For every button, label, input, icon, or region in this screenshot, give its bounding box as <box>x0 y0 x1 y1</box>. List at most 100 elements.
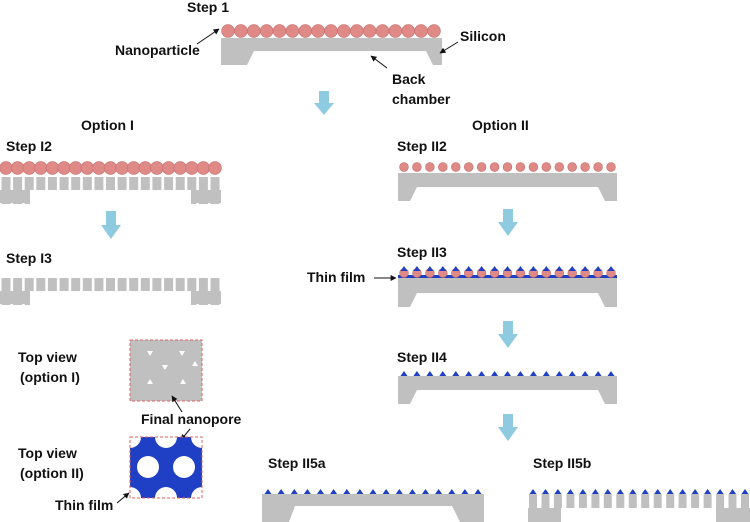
arrow-step1-down <box>314 91 334 115</box>
step-ii4-film-dots <box>400 371 615 376</box>
step-1-silicon-substrate <box>221 38 442 65</box>
silicon-pillar <box>728 494 737 522</box>
nanoparticle <box>285 24 300 38</box>
film-dot <box>607 371 615 376</box>
film-dot <box>413 371 421 376</box>
final-nanopore-label: Final nanopore <box>141 411 242 427</box>
film-dot <box>529 489 537 494</box>
film-dot <box>616 489 624 494</box>
film-dot <box>729 489 736 494</box>
nanoparticle <box>425 162 435 172</box>
nanoparticle <box>412 162 422 172</box>
nanoparticle <box>311 24 325 38</box>
nanoparticle <box>515 162 526 172</box>
nanoparticle <box>221 24 235 38</box>
top-view-2-pores <box>130 437 202 498</box>
film-dot <box>516 371 524 376</box>
silicon-pillar <box>13 177 23 204</box>
film-dot <box>604 489 612 494</box>
nanoparticle <box>173 161 187 175</box>
film-dot <box>408 489 416 494</box>
film-dot <box>343 489 351 494</box>
film-cap <box>413 266 421 271</box>
thin-film-bottom-label: Thin film <box>55 497 113 513</box>
nanoparticle <box>350 24 364 38</box>
nanoparticle <box>476 162 487 172</box>
step-ii5a-film-dots <box>264 489 482 494</box>
film-dot <box>277 489 285 494</box>
nanoparticle <box>606 162 616 172</box>
nanoparticle <box>10 161 25 175</box>
thin-film-side-label: Thin film <box>307 269 365 285</box>
nanoparticle-label: Nanoparticle <box>115 42 200 58</box>
step-i2-structure <box>0 161 222 204</box>
film-cap <box>478 266 486 271</box>
film-cap <box>594 266 602 271</box>
step-ii4-label: Step II4 <box>397 349 447 365</box>
nanoparticle <box>150 161 164 175</box>
film-cap <box>452 266 460 271</box>
film-dot <box>491 371 499 376</box>
nanoparticle <box>399 162 409 172</box>
film-dot <box>666 489 674 494</box>
arrow-option2-down-3 <box>498 414 518 441</box>
step-i2-label: Step I2 <box>6 138 52 154</box>
silicon-pillar <box>13 278 23 305</box>
step-ii4-structure <box>398 371 617 404</box>
step-1-label: Step 1 <box>187 0 229 15</box>
step-1-nanoparticles <box>221 24 441 38</box>
film-cap <box>555 266 563 271</box>
film-dot <box>741 489 749 494</box>
nanoparticle <box>247 24 261 38</box>
nanoparticle <box>567 162 577 172</box>
film-dot <box>591 489 599 494</box>
silicon-pillar <box>1 177 11 204</box>
nanoparticle <box>528 162 539 172</box>
film-dot <box>654 489 662 494</box>
step-ii2-structure <box>398 162 617 201</box>
nanoparticle <box>438 162 448 172</box>
film-cap <box>426 266 434 271</box>
film-dot <box>465 371 473 376</box>
film-dot <box>542 489 549 494</box>
film-dot <box>691 489 699 494</box>
film-dot <box>400 371 408 376</box>
step-ii5b-film-dots <box>529 489 749 494</box>
film-cap <box>581 266 589 271</box>
step-ii5a-label: Step II5a <box>268 455 326 471</box>
film-dot <box>330 489 338 494</box>
film-dot <box>439 371 447 376</box>
nanoparticle <box>208 161 222 175</box>
nanoparticle <box>362 24 377 38</box>
film-dot <box>716 489 724 494</box>
film-dot <box>422 489 429 494</box>
silicon-pillar <box>1 278 11 305</box>
film-cap <box>607 266 615 271</box>
silicon-pointer <box>439 41 459 54</box>
nanoparticle <box>427 24 441 38</box>
top-view-1-label-line1: Top view <box>18 349 77 365</box>
arrow-option2-down-1 <box>498 209 518 236</box>
film-dot <box>581 371 589 376</box>
film-dot <box>542 371 550 376</box>
step-ii5b-structure <box>528 489 750 522</box>
nanoparticle <box>68 161 83 175</box>
film-dot <box>641 489 649 494</box>
film-dot <box>566 489 574 494</box>
film-dot <box>594 371 602 376</box>
top-view-option-2 <box>129 436 203 499</box>
film-dot <box>478 371 486 376</box>
film-cap <box>400 266 408 271</box>
top-view-1-pores <box>147 351 198 384</box>
nanoparticle <box>414 24 428 38</box>
film-dot <box>679 489 687 494</box>
film-cap <box>529 266 537 271</box>
nanoparticle <box>554 162 564 172</box>
silicon-pillar <box>741 494 749 522</box>
nanoparticle <box>502 162 513 172</box>
back-chamber-label-line2: chamber <box>392 91 451 107</box>
nanoparticle <box>126 161 141 175</box>
film-dot <box>435 489 443 494</box>
silicon-pillar <box>187 177 197 204</box>
nanoparticle <box>324 24 338 38</box>
